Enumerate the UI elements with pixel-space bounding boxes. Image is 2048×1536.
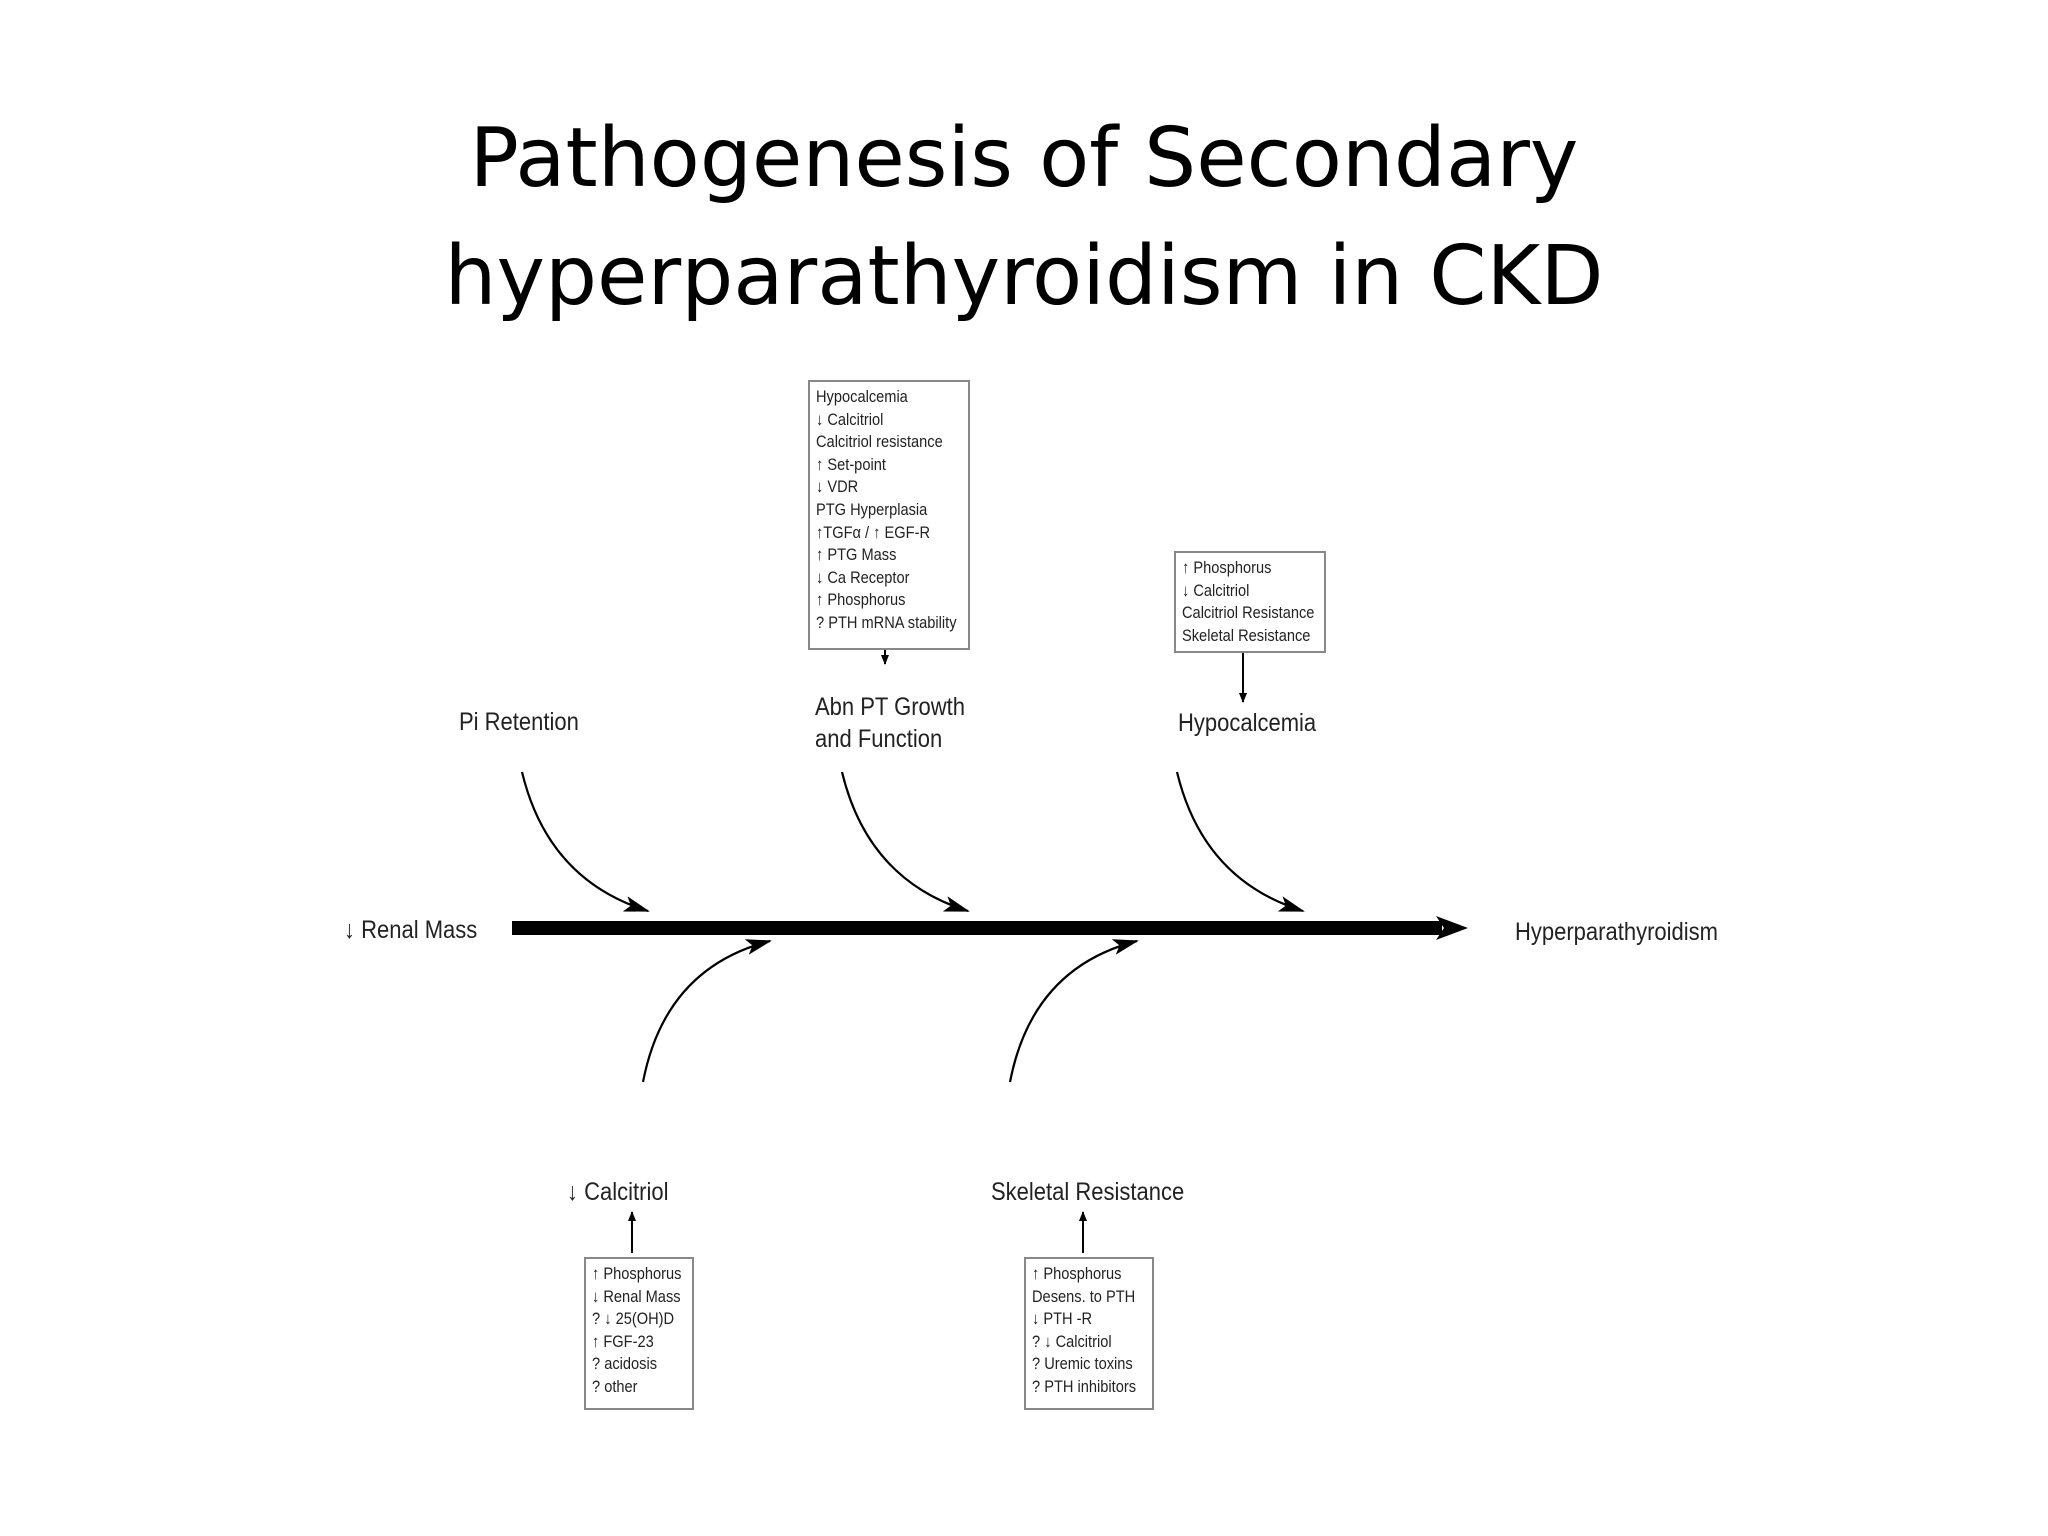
skeletal-resistance-arrow bbox=[1008, 939, 1139, 1083]
factor-item: ↑ Phosphorus bbox=[816, 590, 906, 610]
calcitriol-factors-box: ↑ Phosphorus ↓ Renal Mass ? ↓ 25(OH)D ↑ … bbox=[584, 1257, 694, 1410]
factor-item: ↓ VDR bbox=[816, 477, 859, 497]
factor-item: ↑ Phosphorus bbox=[592, 1264, 682, 1283]
renal-mass-label: ↓ Renal Mass bbox=[344, 916, 478, 944]
factor-item: PTG Hyperplasia bbox=[816, 499, 928, 519]
factor-item: ↑ PTG Mass bbox=[816, 545, 897, 565]
pi-retention-arrow bbox=[520, 771, 650, 913]
factor-item: ? ↓ 25(OH)D bbox=[592, 1309, 675, 1329]
title-line-2: hyperparathyroidism in CKD bbox=[444, 229, 1604, 324]
factor-item: ? acidosis bbox=[592, 1354, 658, 1374]
factor-item: Skeletal Resistance bbox=[1182, 625, 1311, 645]
title-line-1: Pathogenesis of Secondary bbox=[469, 111, 1579, 206]
main-spine-arrow bbox=[512, 916, 1468, 940]
hypocalcemia-factors-box: ↑ Phosphorus ↓ Calcitriol Calcitriol Res… bbox=[1174, 551, 1326, 653]
pi-retention-label: Pi Retention bbox=[459, 708, 579, 736]
abn-pt-label: Abn PT Growth and Function bbox=[815, 691, 965, 755]
factor-item: Calcitriol Resistance bbox=[1182, 603, 1315, 623]
factor-item: ↓ Ca Receptor bbox=[816, 567, 910, 587]
calcitriol-arrow bbox=[641, 939, 772, 1083]
factor-item: ↑ Set-point bbox=[816, 454, 886, 474]
slide-title: Pathogenesis of Secondary hyperparathyro… bbox=[0, 100, 2048, 336]
abn-pt-factors-box: Hypocalcemia ↓ Calcitriol Calcitriol res… bbox=[808, 380, 970, 650]
factor-item: ↑ FGF-23 bbox=[592, 1331, 654, 1351]
factor-item: ? PTH mRNA stability bbox=[816, 612, 957, 632]
factor-item: ↓ PTH -R bbox=[1032, 1309, 1093, 1329]
abn-pt-label-line-2: and Function bbox=[815, 725, 943, 753]
hyperparathyroidism-label: Hyperparathyroidism bbox=[1515, 918, 1718, 946]
factor-item: ↓ Calcitriol bbox=[1182, 580, 1250, 600]
factor-item: ↑TGFα / ↑ EGF-R bbox=[816, 522, 931, 542]
skeletal-resistance-label: Skeletal Resistance bbox=[991, 1178, 1185, 1206]
calcitriol-label: ↓ Calcitriol bbox=[567, 1178, 669, 1206]
abn-pt-label-line-1: Abn PT Growth bbox=[815, 693, 965, 721]
factor-item: ? Uremic toxins bbox=[1032, 1354, 1133, 1374]
hypocalcemia-label: Hypocalcemia bbox=[1178, 709, 1317, 737]
factor-item: ↓ Calcitriol bbox=[816, 409, 884, 429]
factor-item: ? other bbox=[592, 1376, 638, 1396]
factor-item: Desens. to PTH bbox=[1032, 1286, 1136, 1306]
hypocalcemia-arrow bbox=[1175, 771, 1305, 913]
factor-item: ↓ Renal Mass bbox=[592, 1286, 681, 1306]
factor-item: ? ↓ Calcitriol bbox=[1032, 1331, 1112, 1351]
factor-item: ↑ Phosphorus bbox=[1032, 1264, 1122, 1283]
factor-item: Calcitriol resistance bbox=[816, 432, 943, 452]
factor-item: ↑ Phosphorus bbox=[1182, 558, 1272, 577]
factor-item: ? PTH inhibitors bbox=[1032, 1376, 1137, 1396]
abn-pt-arrow bbox=[840, 771, 970, 913]
factor-item: Hypocalcemia bbox=[816, 387, 908, 406]
skeletal-resistance-factors-box: ↑ Phosphorus Desens. to PTH ↓ PTH -R ? ↓… bbox=[1024, 1257, 1154, 1410]
